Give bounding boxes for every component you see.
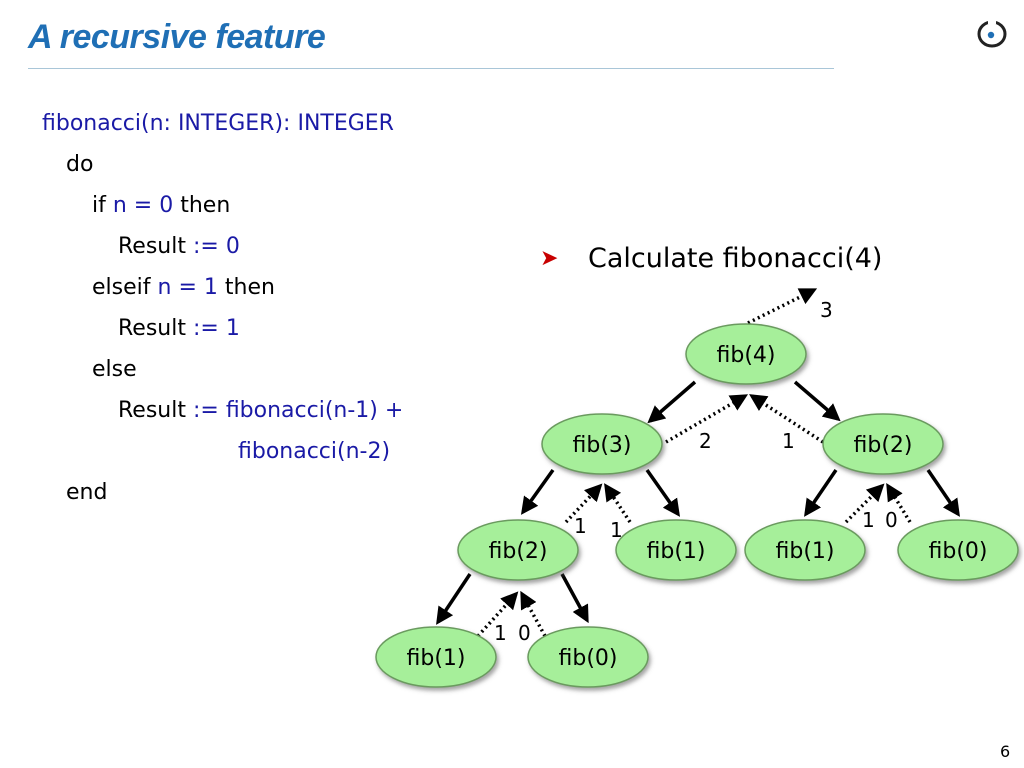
return-edge [604,483,632,523]
title-divider [28,68,834,69]
code-block: fibonacci(n: INTEGER): INTEGER do if n =… [42,103,403,513]
node-fib3: fib(3) [541,413,663,475]
node-label: fib(1) [776,539,835,564]
node-label: fib(4) [717,343,776,368]
code-line-signature: fibonacci(n: INTEGER): INTEGER [42,111,394,136]
return-value-label: 1 [610,518,623,542]
return-value-label: 1 [782,429,795,453]
return-value-label: 1 [574,514,587,538]
node-label: fib(2) [854,433,913,458]
call-edge [520,468,555,515]
bullet-arrow-icon: ➤ [540,246,559,271]
return-edge [476,591,519,638]
return-value-label: 1 [862,508,875,532]
node-fib1-a: fib(1) [615,519,737,581]
code-line-result-rec: Result := fibonacci(n-1) + [118,398,404,423]
call-edge [645,468,681,517]
page-number: 6 [1000,742,1011,761]
code-line-end: end [66,480,108,505]
node-fib0-b: fib(0) [527,626,649,688]
return-edge [747,288,818,325]
return-value-label: 3 [820,298,833,322]
return-value-label: 1 [494,621,507,645]
node-label: fib(2) [489,539,548,564]
return-edges [476,288,912,638]
node-label: fib(0) [559,646,618,671]
code-line-continuation: fibonacci(n-2) [238,439,391,464]
return-edge [665,394,749,444]
code-line-result1: Result := 1 [118,316,240,341]
code-line-do: do [66,152,94,177]
return-value-label: 2 [699,429,712,453]
call-edges [436,380,960,625]
return-value-label: 0 [885,508,898,532]
code-line-if: if n = 0 then [92,193,231,218]
call-edge [436,573,472,625]
code-line-result0: Result := 0 [118,234,240,259]
logo-icon [977,18,1007,48]
node-fib0-a: fib(0) [897,519,1019,581]
node-fib1-c: fib(1) [375,626,497,688]
node-label: fib(0) [929,539,988,564]
code-line-elseif: elseif n = 1 then [92,275,275,300]
call-edge [793,380,841,422]
return-edge [886,483,912,523]
call-edge [804,469,838,517]
call-edge [926,469,960,517]
return-edge [520,590,547,637]
bullet-text: Calculate fibonacci(4) [588,243,883,274]
call-edge [560,573,589,624]
node-fib4: fib(4) [685,323,807,385]
node-fib1-b: fib(1) [744,519,866,581]
code-line-else: else [92,357,137,382]
node-fib2-right: fib(2) [822,413,944,475]
node-label: fib(1) [407,646,466,671]
slide-title: A recursive feature [28,18,326,56]
call-edge [647,380,697,424]
node-label: fib(3) [573,433,632,458]
return-value-label: 0 [518,621,531,645]
bullet-item: ➤ Calculate fibonacci(4) [540,243,882,274]
node-fib2-left: fib(2) [457,519,579,581]
node-label: fib(1) [647,539,706,564]
